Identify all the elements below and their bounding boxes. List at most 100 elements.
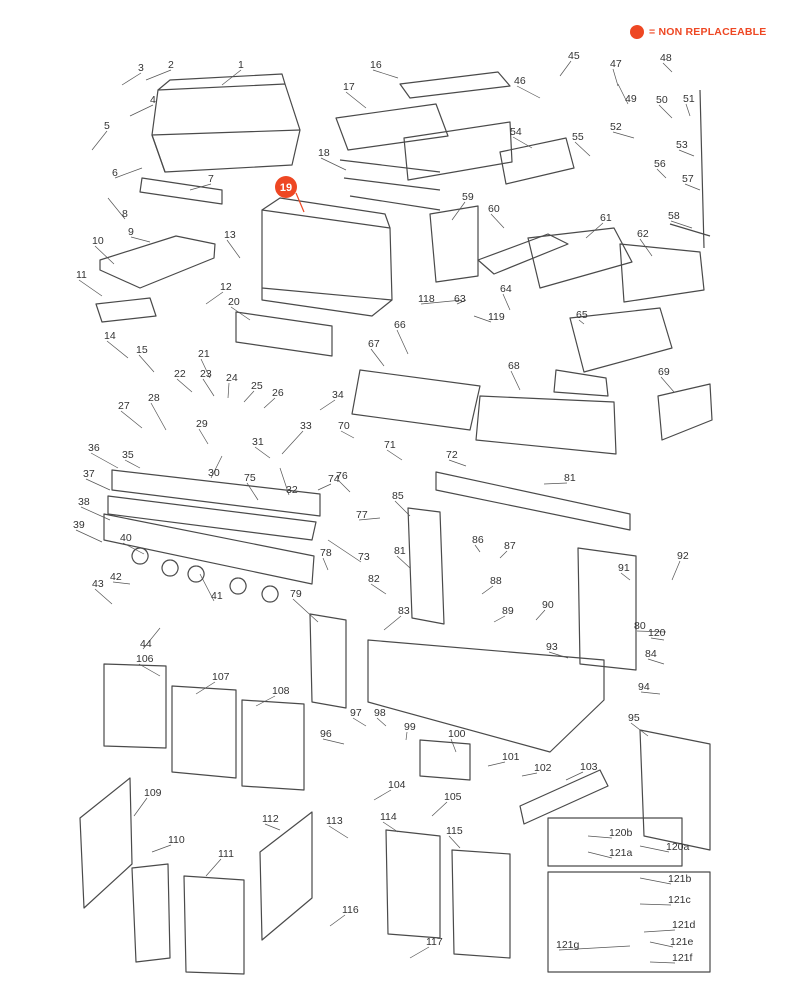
callout-leader [199,573,215,602]
callout-leader [338,480,351,493]
part-outline [151,83,301,173]
callout-leader [630,722,649,737]
part-outline [107,495,317,541]
highlight-number: 19 [280,182,292,194]
callout-leader [94,588,113,605]
callout-leader [383,615,402,631]
callout-leader [660,376,675,393]
callout-leader [649,961,676,964]
callout-leader [620,572,631,581]
callout-leader [678,149,695,157]
callout-leader [78,279,103,297]
callout-label: 70 [338,420,350,432]
callout-label: 57 [682,173,694,185]
callout-leader [75,529,103,543]
callout-label: 112 [262,813,279,825]
callout-leader [578,319,585,325]
callout-leader [200,358,211,379]
callout-label: 43 [92,578,104,590]
callout-label: 97 [350,707,362,719]
callout-leader [662,62,673,73]
part-outline [527,227,633,289]
callout-label: 72 [446,449,458,461]
callout-leader [405,731,408,741]
callout-label: 20 [228,296,240,308]
callout-leader [322,557,329,571]
callout-label: 45 [568,50,580,62]
part-outline [131,547,279,603]
callout-label: 87 [504,540,516,552]
callout-label: 41 [211,590,223,602]
callout-leader [327,539,362,563]
callout-label: 58 [668,210,680,222]
callout-leader [329,914,346,927]
callout-leader [474,544,481,553]
callout-leader [205,291,224,305]
callout-label: 117 [426,936,443,948]
callout-leader [254,446,271,459]
part-outline [171,685,237,779]
callout-leader [490,213,505,229]
callout-leader [670,220,693,229]
callout-leader [382,821,399,833]
callout-leader [559,60,572,77]
part-outline [235,311,333,357]
callout-label: 78 [320,547,332,559]
callout-label: 52 [610,121,622,133]
callout-label: 23 [200,368,212,380]
callout-leader [85,478,111,491]
callout-leader [133,797,148,817]
callout-label: 26 [272,387,284,399]
callout-leader [612,131,635,139]
callout-label: 56 [654,158,666,170]
callout-label: 27 [118,400,130,412]
callout-leader [202,378,215,397]
part-outline [429,205,479,283]
callout-label: 93 [546,641,558,653]
callout-leader [535,609,546,621]
callout-leader [138,663,161,677]
callout-leader [493,615,506,623]
callout-leader [352,717,367,727]
callout-leader [243,390,255,403]
callout-label: 32 [286,484,298,496]
callout-leader [451,201,466,221]
callout-label: 73 [358,551,370,563]
callout-label: 11 [76,269,87,281]
callout-label: 48 [660,52,672,64]
callout-label: 116 [342,904,359,916]
callout-leader [639,238,653,257]
callout-leader [558,945,631,951]
callout-label: 33 [300,420,312,432]
callout-label: 55 [572,131,584,143]
part-outline [577,547,637,671]
part-outline [103,663,167,749]
callout-label: 63 [454,293,466,305]
callout-label: 13 [224,229,236,241]
callout-label: 76 [336,470,348,482]
callout-label: 110 [168,834,185,846]
part-outline [367,639,605,753]
callout-leader [328,825,349,839]
callout-label: 66 [394,319,406,331]
callout-label: 119 [488,311,505,323]
callout-leader [145,69,172,81]
callout-label: 21 [198,348,210,360]
callout-label: 92 [677,550,689,562]
callout-label: 80 [634,620,646,632]
part-outline [151,129,301,173]
callout-leader [205,858,222,877]
callout-label: 65 [576,309,588,321]
callout-leader [227,382,230,399]
callout-label: 102 [534,762,552,774]
callout-label: 113 [326,815,343,827]
callout-label: 47 [610,58,622,70]
callout-label: 91 [618,562,630,574]
callout-leader [574,141,591,157]
part-outline [183,875,245,975]
callout-leader [543,482,568,485]
part-outline [669,89,711,249]
callout-label: 25 [251,380,263,392]
callout-leader [502,293,511,311]
